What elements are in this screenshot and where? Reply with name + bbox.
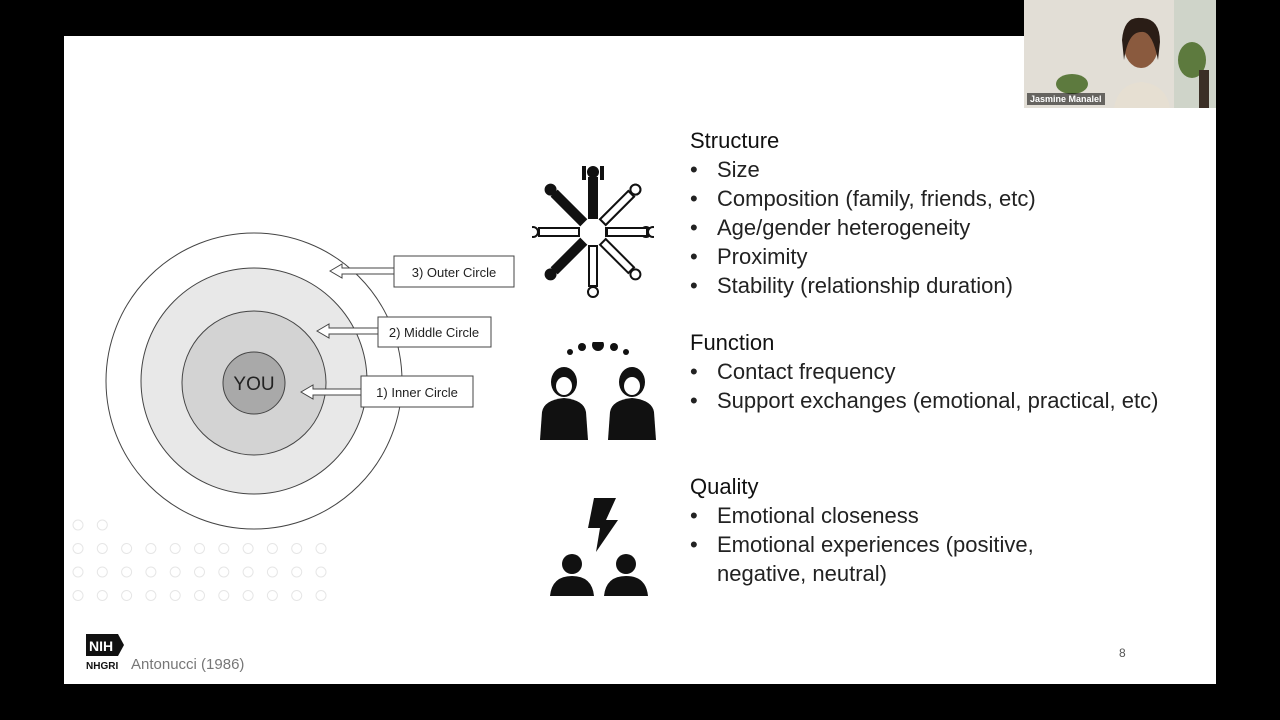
decorative-dot xyxy=(194,566,205,578)
decorative-dot xyxy=(194,543,205,554)
decorative-dot xyxy=(218,566,230,578)
decorative-dot xyxy=(242,566,254,578)
decorative-dot-pattern xyxy=(72,519,327,601)
decorative-dot xyxy=(96,543,108,554)
decorative-dot xyxy=(218,590,230,601)
page-number: 8 xyxy=(1119,646,1126,660)
decorative-dot xyxy=(315,566,327,578)
inner-circle-callout: 1) Inner Circle xyxy=(300,375,474,408)
two-people-meeting-icon xyxy=(540,342,656,440)
decorative-dot xyxy=(121,566,133,578)
list-item: Emotional experiences (positive, negativ… xyxy=(690,530,1087,588)
list-item: Composition (family, friends, etc) xyxy=(690,184,1190,213)
you-label: YOU xyxy=(233,374,274,395)
svg-text:NHGRI: NHGRI xyxy=(86,661,118,672)
people-circle-icon xyxy=(532,166,654,298)
section-title: Quality xyxy=(690,474,759,499)
decorative-dot xyxy=(72,590,84,601)
svg-text:NIH: NIH xyxy=(89,638,113,654)
decorative-dot xyxy=(169,590,181,601)
participant-video-tile[interactable]: Jasmine Manalel xyxy=(1024,0,1216,108)
list-item: Age/gender heterogeneity xyxy=(690,213,1190,242)
decorative-dot xyxy=(169,566,181,578)
svg-text:2) Middle Circle: 2) Middle Circle xyxy=(389,325,479,340)
decorative-dot xyxy=(291,543,303,554)
decorative-dot xyxy=(291,566,303,578)
decorative-dot xyxy=(121,543,133,554)
nih-logo: NIH NHGRI xyxy=(86,634,124,672)
decorative-dot xyxy=(194,590,205,601)
section-title: Function xyxy=(690,330,775,355)
list-item: Proximity xyxy=(690,242,1190,271)
decorative-dot xyxy=(72,519,84,531)
decorative-dot xyxy=(72,566,84,578)
citation: Antonucci (1986) xyxy=(131,656,245,673)
decorative-dot xyxy=(242,590,254,601)
convoy-model-diagram: YOU 3) Outer Circle 2) Middle Circle 1) … xyxy=(72,232,515,601)
list-item: Contact frequency xyxy=(690,357,1190,386)
list-item: Stability (relationship duration) xyxy=(690,271,1190,300)
decorative-dot xyxy=(145,566,157,578)
function-section: Function Contact frequency Support excha… xyxy=(690,328,1190,415)
decorative-dot xyxy=(315,590,327,601)
participant-name: Jasmine Manalel xyxy=(1027,93,1105,105)
decorative-dot xyxy=(218,543,230,554)
section-title: Structure xyxy=(690,128,780,153)
list-item: Emotional closeness xyxy=(690,501,1190,530)
presentation-slide: YOU 3) Outer Circle 2) Middle Circle 1) … xyxy=(64,36,1216,684)
decorative-dot xyxy=(145,590,157,601)
decorative-dot xyxy=(266,590,278,601)
decorative-dot xyxy=(72,543,84,554)
list-item: Support exchanges (emotional, practical,… xyxy=(690,386,1165,415)
decorative-dot xyxy=(266,566,278,578)
decorative-dot xyxy=(96,519,108,531)
decorative-dot xyxy=(145,543,157,554)
decorative-dot xyxy=(169,543,181,554)
svg-text:3) Outer Circle: 3) Outer Circle xyxy=(412,265,497,280)
decorative-dot xyxy=(96,590,108,601)
svg-text:1) Inner Circle: 1) Inner Circle xyxy=(376,385,458,400)
participant-video-feed xyxy=(1024,0,1216,108)
decorative-dot xyxy=(315,543,327,554)
middle-circle-callout: 2) Middle Circle xyxy=(316,316,492,348)
people-conflict-icon xyxy=(550,498,648,596)
decorative-dot xyxy=(121,590,133,601)
structure-section: Structure Size Composition (family, frie… xyxy=(690,126,1190,300)
you-circle xyxy=(222,351,286,415)
decorative-dot xyxy=(96,566,108,578)
decorative-dot xyxy=(266,543,278,554)
decorative-dot xyxy=(242,543,254,554)
decorative-dot xyxy=(291,590,303,601)
quality-section: Quality Emotional closeness Emotional ex… xyxy=(690,472,1190,588)
outer-circle-callout: 3) Outer Circle xyxy=(329,255,515,288)
list-item: Size xyxy=(690,155,1190,184)
